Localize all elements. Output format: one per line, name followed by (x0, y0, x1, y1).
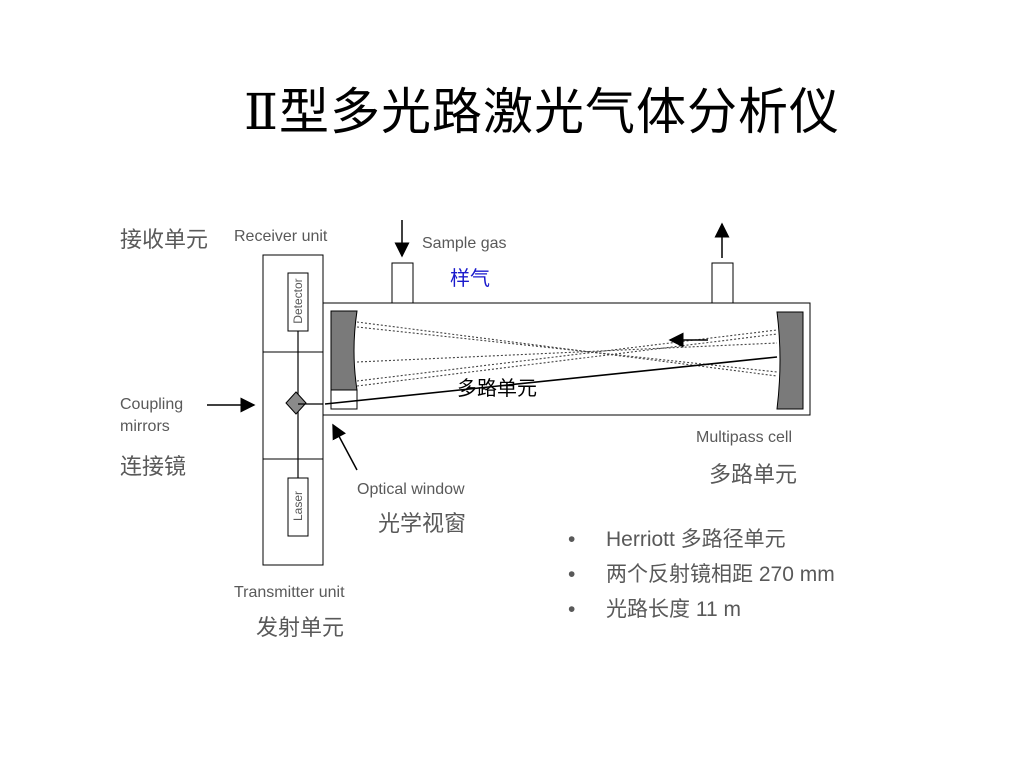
transmitter-en-label: Transmitter unit (234, 584, 345, 601)
coupling-en-label-line2: mirrors (120, 418, 170, 435)
right-mirror (776, 311, 804, 410)
bullet-item: • 两个反射镜相距 270 mm (568, 557, 835, 592)
page-title: Ⅱ型多光路激光气体分析仪 (244, 83, 840, 141)
bullet-text: 光路长度 11 m (606, 598, 741, 621)
bullet-marker: • (568, 598, 576, 621)
multipass-cn-label: 多路单元 (709, 463, 798, 488)
multipass-en-label: Multipass cell (696, 429, 793, 446)
detector-label: Detector (291, 278, 305, 324)
left-mirror-window (330, 389, 358, 410)
window-pointer-arrow (332, 423, 358, 471)
main-beam (324, 356, 778, 405)
bullet-item: • 光路长度 11 m (568, 592, 835, 627)
inlet-port (391, 262, 414, 304)
coupling-cn-label: 连接镜 (120, 455, 187, 480)
bullet-text: Herriott 多路径单元 (606, 528, 786, 551)
left-mirror (330, 310, 358, 391)
bullet-item: • Herriott 多路径单元 (568, 522, 835, 557)
spec-bullet-list: • Herriott 多路径单元 • 两个反射镜相距 270 mm • 光路长度 11… (568, 522, 835, 627)
receiver-en-label: Receiver unit (234, 228, 328, 245)
sample-gas-en-label: Sample gas (422, 235, 507, 252)
optical-window-en-label: Optical window (357, 481, 465, 498)
cell-inline-label: 多路单元 (457, 376, 537, 400)
bullet-marker: • (568, 528, 576, 551)
bullet-marker: • (568, 563, 576, 586)
receiver-cn-label: 接收单元 (120, 228, 209, 253)
laser-label: Laser (291, 490, 305, 522)
bullet-text: 两个反射镜相距 270 mm (606, 563, 835, 586)
sample-gas-cn-label: 样气 (450, 266, 490, 290)
coupling-en-label-line1: Coupling (120, 396, 184, 413)
optical-window-cn-label: 光学视窗 (378, 512, 467, 537)
outlet-port (711, 262, 734, 304)
coupling-mirror (285, 391, 307, 415)
transmitter-cn-label: 发射单元 (256, 616, 345, 641)
multipass-cell-body (322, 302, 811, 416)
